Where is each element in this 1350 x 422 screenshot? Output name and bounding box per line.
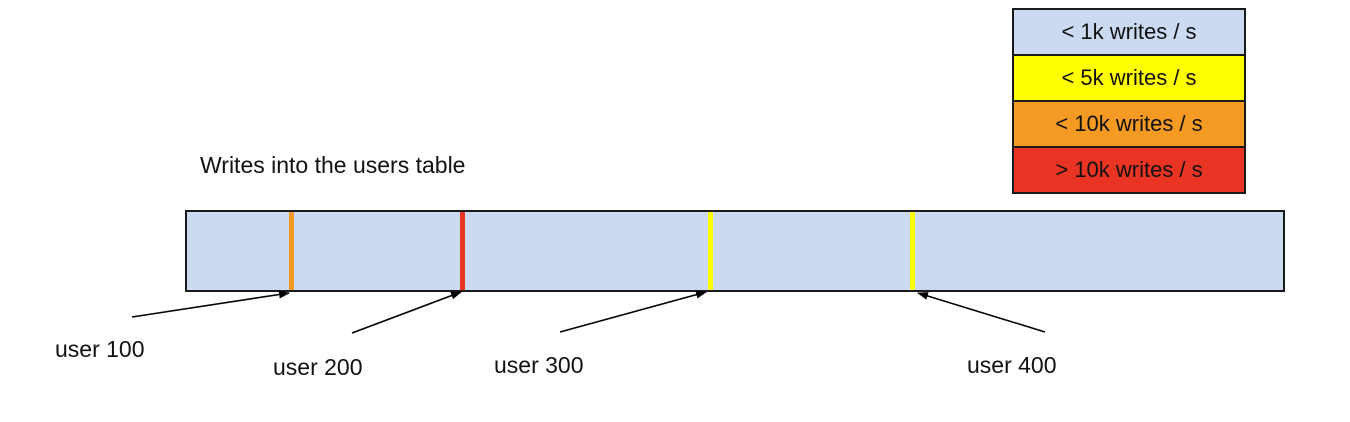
user-200-label: user 200 xyxy=(273,354,363,380)
legend-row-over-10k: > 10k writes / s xyxy=(1012,146,1246,194)
partition-marker-user-200 xyxy=(460,212,465,290)
partition-marker-user-100 xyxy=(289,212,294,290)
arrow-to-user-100-marker xyxy=(131,290,290,318)
user-100-label: user 100 xyxy=(55,336,145,362)
user-400-label: user 400 xyxy=(967,352,1057,378)
arrow-to-user-400-marker xyxy=(917,292,1046,333)
partition-marker-user-400 xyxy=(910,212,915,290)
diagram-title: Writes into the users table xyxy=(200,152,466,178)
users-table-bar xyxy=(185,210,1285,292)
legend-row-under-5k: < 5k writes / s xyxy=(1012,54,1246,102)
user-300-label: user 300 xyxy=(494,352,584,378)
arrow-to-user-200-marker xyxy=(351,291,462,334)
write-rate-legend: < 1k writes / s < 5k writes / s < 10k wr… xyxy=(1012,8,1246,194)
legend-row-under-1k: < 1k writes / s xyxy=(1012,8,1246,56)
arrow-to-user-300-marker xyxy=(559,290,707,333)
legend-row-under-10k: < 10k writes / s xyxy=(1012,100,1246,148)
partition-marker-user-300 xyxy=(708,212,713,290)
